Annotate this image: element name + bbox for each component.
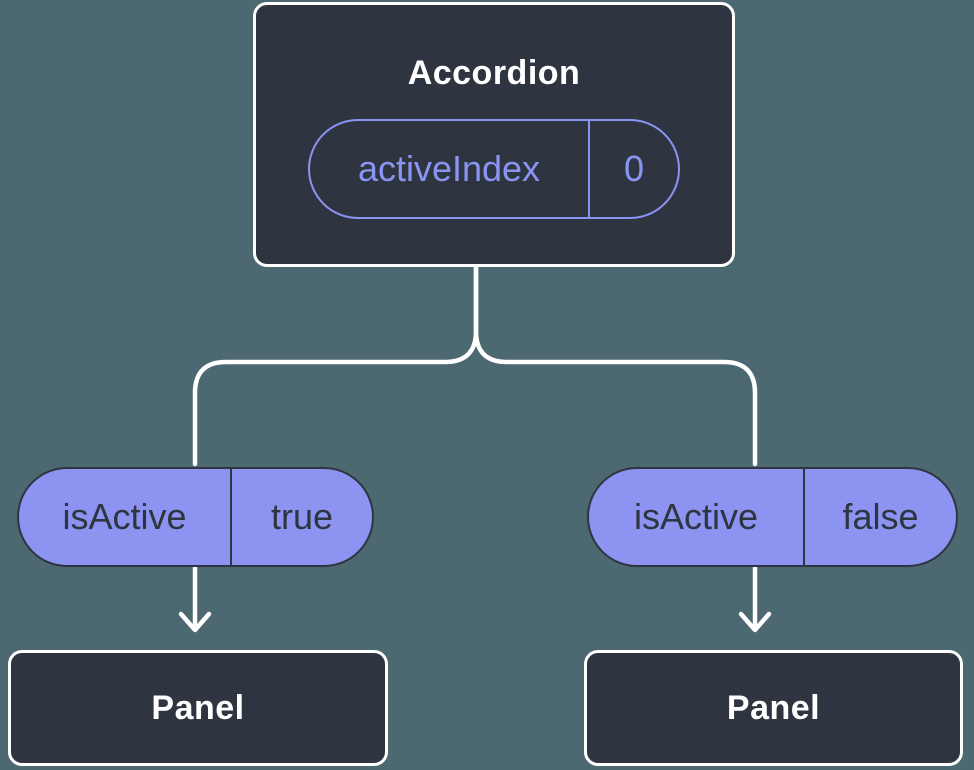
prop-pill-left: isActive true	[17, 467, 374, 567]
accordion-title: Accordion	[407, 54, 581, 92]
state-pill: activeIndex 0	[308, 119, 680, 219]
prop-pill-right-value: false	[842, 496, 919, 537]
branch-line-right	[473, 263, 758, 467]
arrow-left-head	[178, 611, 212, 633]
prop-pill-left-value: true	[270, 496, 334, 537]
state-pill-value: 0	[623, 148, 645, 189]
panel-node-left: Panel	[8, 650, 388, 766]
state-pill-key: activeIndex	[310, 121, 590, 217]
panel-node-right: Panel	[584, 650, 963, 766]
panel-right-title: Panel	[726, 688, 821, 727]
accordion-node: Accordion activeIndex 0	[253, 2, 735, 267]
panel-left-title: Panel	[151, 688, 245, 727]
prop-pill-right: isActive false	[587, 467, 958, 567]
prop-pill-right-key: isActive	[589, 469, 805, 565]
prop-pill-left-key: isActive	[19, 469, 232, 565]
branch-line-left	[192, 263, 479, 467]
arrow-right-head	[738, 611, 772, 633]
